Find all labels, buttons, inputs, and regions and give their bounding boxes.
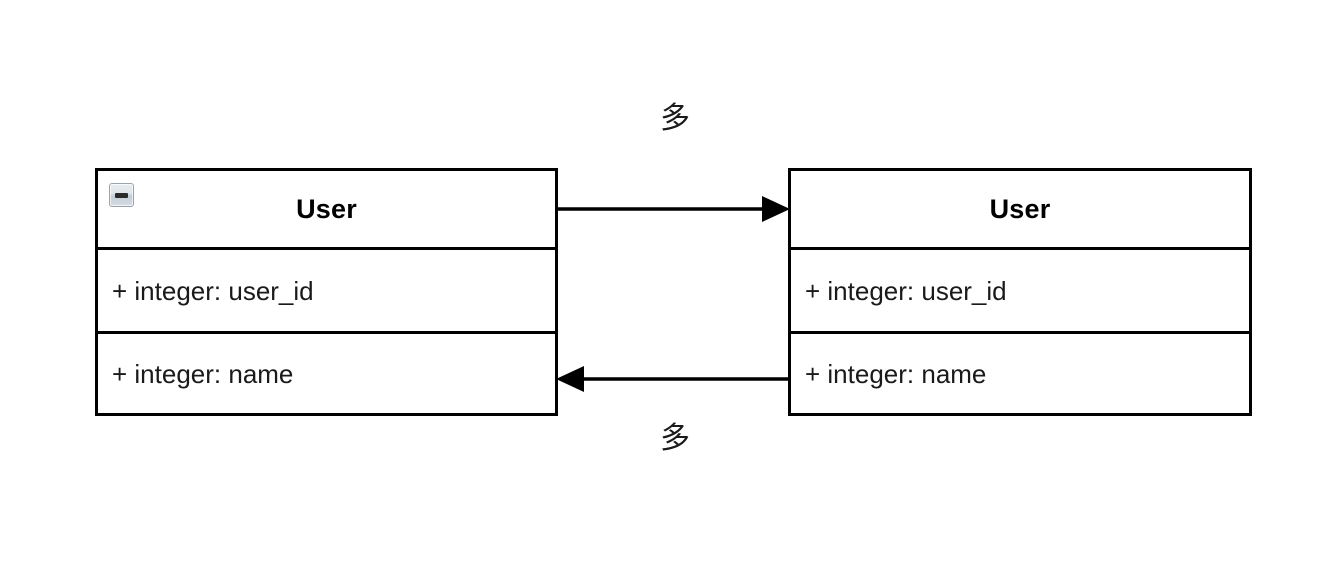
class-attribute-row: + integer: name	[791, 334, 1249, 413]
class-attribute-row: + integer: user_id	[791, 250, 1249, 334]
class-attribute-row: + integer: user_id	[98, 250, 555, 334]
class-attribute-label: + integer: user_id	[112, 275, 314, 306]
arrowhead-left-icon	[556, 366, 584, 392]
class-attribute-label: + integer: name	[805, 358, 987, 389]
multiplicity-label-bottom: 多	[660, 421, 690, 456]
uml-class-right[interactable]: User + integer: user_id + integer: name	[788, 168, 1252, 416]
multiplicity-label-top: 多	[660, 101, 690, 136]
class-title: User	[296, 193, 357, 224]
association-arrow-top-svg	[556, 196, 790, 222]
class-attribute-row: + integer: name	[98, 334, 555, 413]
uml-class-left[interactable]: User + integer: user_id + integer: name	[95, 168, 558, 416]
class-attribute-label: + integer: user_id	[805, 275, 1007, 306]
class-title-row-left: User	[98, 171, 555, 250]
minus-icon[interactable]	[109, 183, 134, 207]
association-arrow-top[interactable]	[556, 189, 790, 229]
arrowhead-right-icon	[762, 196, 790, 222]
class-title: User	[989, 193, 1051, 224]
association-arrow-bottom-svg	[556, 366, 790, 392]
association-arrow-bottom[interactable]	[556, 359, 790, 399]
class-title-row-right: User	[791, 171, 1249, 250]
class-attribute-label: + integer: name	[112, 358, 294, 389]
minus-bar	[115, 192, 128, 198]
